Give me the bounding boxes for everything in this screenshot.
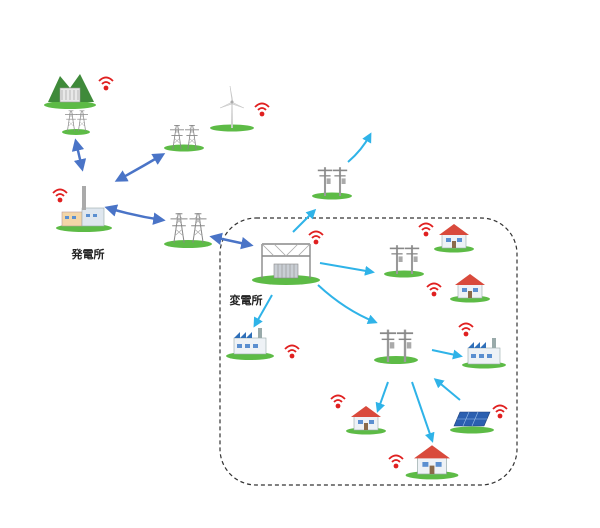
hydro-plant-icon [44, 74, 96, 109]
wind-turbine-icon [210, 85, 254, 132]
arrow-sub-to-factory [253, 294, 273, 328]
arrow-hydro-to-plant [71, 138, 87, 172]
substation-label: 変電所 [230, 293, 263, 307]
house-icon [405, 444, 459, 480]
arrow-sub-to-pole-right [319, 262, 375, 276]
wifi-icon [458, 322, 474, 338]
pylon-icon [164, 125, 204, 152]
house-icon [450, 273, 490, 303]
arrow-pole-to-house-bottom [411, 381, 435, 443]
pylon-icon [62, 110, 90, 135]
arrow-pole-top-out [347, 132, 372, 163]
factory-icon [226, 327, 274, 360]
wifi-icon [284, 344, 300, 360]
utility-pole-icon [384, 245, 424, 278]
dark-arrows [71, 138, 254, 250]
factory-icon [462, 337, 506, 369]
arrow-plant-to-pylon-mid [104, 204, 166, 225]
substation-icon [252, 243, 320, 285]
wifi-icon [388, 454, 404, 470]
utility-pole-icon [374, 329, 418, 364]
arrow-sub-to-pole-lower [317, 284, 378, 325]
arrow-plant-to-pylon-top [114, 153, 166, 182]
house-icon [346, 405, 386, 435]
arrow-sub-to-pole-top [292, 208, 317, 233]
power-plant-label: 発電所 [71, 247, 105, 261]
pylon-icon [164, 213, 212, 248]
wifi-icon [98, 76, 114, 92]
substation-area-border [219, 217, 518, 486]
wifi-icon [330, 394, 346, 410]
wifi-icon [308, 230, 324, 246]
arrow-solar-to-pole [433, 378, 461, 401]
light-arrows [253, 132, 463, 443]
utility-pole-icon [312, 167, 352, 200]
wifi-icon [254, 102, 270, 118]
house-icon [434, 223, 474, 253]
arrow-pole-to-house-left [375, 381, 389, 413]
arrow-pylon-to-substation [209, 232, 254, 250]
power-plant-icon [56, 186, 112, 232]
solar-panel-icon [450, 411, 494, 434]
wifi-icon [52, 188, 68, 204]
wifi-icon [426, 282, 442, 298]
wifi-icon [492, 404, 508, 420]
wifi-icon [418, 222, 434, 238]
arrow-pole-to-factory-right [431, 349, 463, 360]
